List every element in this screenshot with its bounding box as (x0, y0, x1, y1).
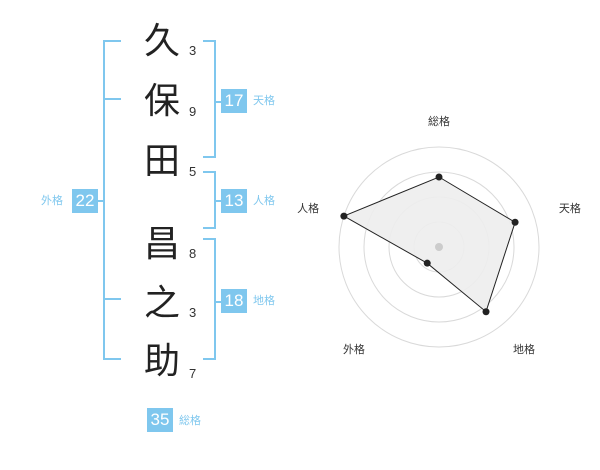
radar-point-1 (435, 173, 443, 181)
jinkaku-value: 13 (221, 189, 247, 213)
soukaku-label: 総格 (179, 414, 201, 427)
jinkaku-label: 人格 (253, 194, 275, 207)
radar-point-5 (340, 212, 348, 220)
chikaku-label: 地格 (253, 294, 275, 307)
radar-point-3 (482, 308, 490, 316)
stroke-count-3: 5 (189, 164, 197, 179)
stroke-count-5: 3 (189, 305, 197, 320)
name-char-6: 助 (143, 341, 180, 382)
radar-ring (363, 171, 515, 323)
radar-axis-label: 人格 (297, 201, 319, 215)
stroke-count-4: 8 (189, 246, 197, 261)
stroke-count-6: 7 (189, 366, 197, 381)
radar-area (342, 176, 516, 313)
radar-point-4 (423, 259, 431, 267)
tenkaku-label: 天格 (253, 94, 275, 107)
gaikaku-label: 外格 (41, 194, 63, 207)
name-char-5: 之 (143, 283, 180, 324)
radar-axis-label: 外格 (343, 342, 365, 356)
radar-point-2 (511, 218, 519, 226)
stroke-count-1: 3 (189, 43, 197, 58)
soukaku-value: 35 (147, 408, 173, 432)
radar-center-dot (435, 243, 443, 251)
gaikaku-value: 22 (72, 189, 98, 213)
radar-axis-label: 天格 (559, 201, 581, 215)
radar-ring (338, 146, 540, 348)
radar-axis-label: 総格 (428, 114, 450, 128)
name-char-1: 久 (143, 21, 180, 62)
tenkaku-value: 17 (221, 89, 247, 113)
name-char-3: 田 (143, 141, 180, 182)
name-char-2: 保 (143, 81, 180, 122)
stroke-count-2: 9 (189, 104, 197, 119)
radar-axis-label: 地格 (513, 342, 535, 356)
chikaku-value: 18 (221, 289, 247, 313)
name-char-4: 昌 (143, 224, 180, 265)
